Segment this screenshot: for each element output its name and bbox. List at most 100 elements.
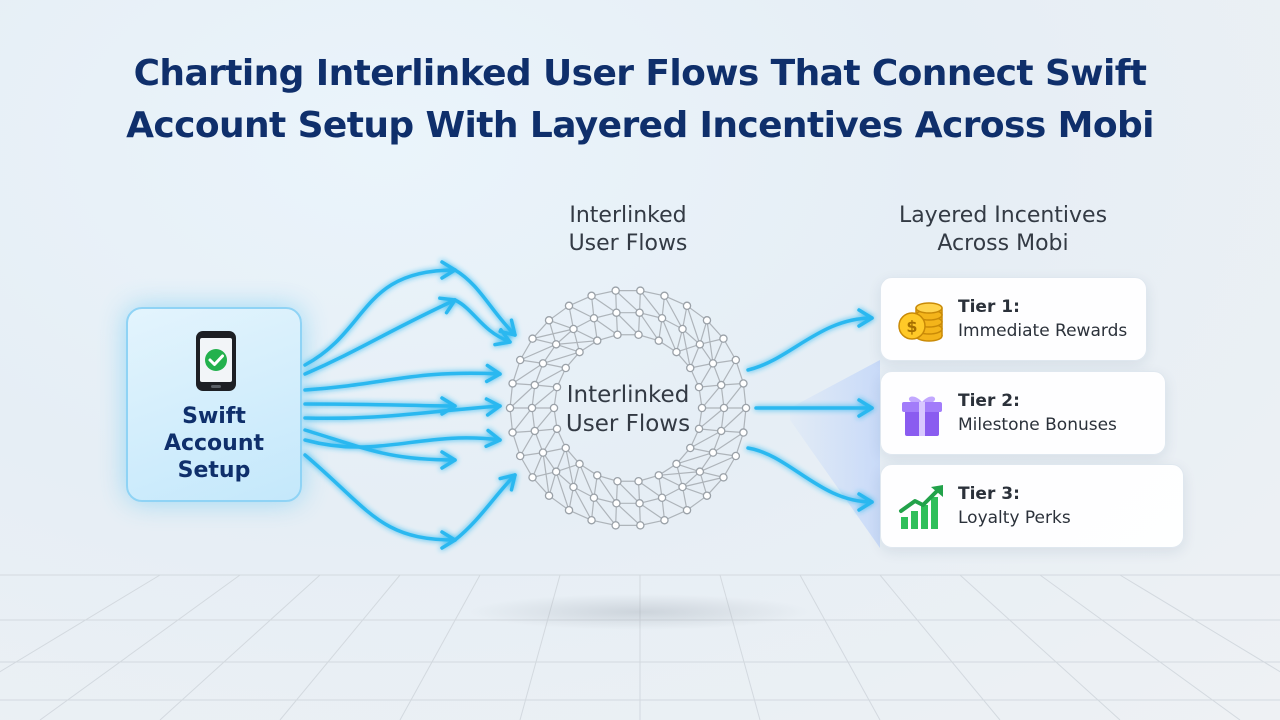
right-heading-line-2: Across Mobi: [937, 231, 1069, 256]
smartphone-check-icon: [196, 331, 236, 391]
network-node: [719, 473, 728, 482]
incentive-beam: [790, 360, 880, 548]
network-link: [723, 383, 744, 409]
network-node: [528, 334, 537, 343]
network-node: [731, 355, 741, 365]
network-node: [561, 363, 570, 373]
network-link: [555, 471, 570, 511]
network-link: [531, 452, 544, 478]
network-node: [589, 493, 599, 503]
network-link: [534, 367, 567, 386]
network-node: [552, 424, 562, 434]
coin-stack-icon: $: [898, 302, 943, 342]
network-link: [578, 463, 595, 498]
network-node: [702, 316, 712, 325]
network-node: [544, 316, 554, 325]
inbound-flow-2: [303, 298, 457, 376]
network-node: [551, 340, 561, 349]
network-link: [638, 480, 663, 499]
network-node: [530, 426, 540, 436]
network-node: [549, 403, 559, 413]
tier-3-desc: Loyalty Perks: [958, 508, 1071, 528]
network-link: [689, 344, 701, 369]
inbound-flow-7-head: [484, 428, 502, 449]
inbound-flow-9: [453, 268, 517, 337]
network-link: [699, 455, 737, 473]
network-nodes: [505, 286, 751, 530]
interlinked-network-hub: [505, 286, 751, 530]
network-node: [697, 403, 707, 413]
outbound-flow-2-head: [857, 398, 874, 418]
network-node: [695, 340, 705, 349]
network-link: [542, 428, 558, 453]
tier-1-desc: Immediate Rewards: [958, 321, 1128, 341]
network-node: [587, 291, 596, 301]
network-node: [682, 301, 692, 311]
network-node: [528, 473, 537, 482]
network-node: [719, 403, 729, 413]
network-node: [634, 476, 643, 486]
network-link: [720, 359, 737, 386]
right-heading-line-1: Layered Incentives: [898, 203, 1108, 228]
inbound-flow-3-head: [484, 363, 502, 384]
network-node: [569, 324, 578, 334]
network-node: [716, 380, 726, 390]
network-node: [552, 382, 562, 392]
network-node: [508, 428, 517, 437]
network-node: [589, 313, 599, 323]
network-node: [561, 443, 570, 453]
network-link: [593, 317, 618, 336]
outbound-flow-3: [746, 446, 874, 504]
tier-3-card[interactable]: Tier 3: Loyalty Perks: [880, 464, 1184, 548]
network-link: [689, 430, 722, 449]
hub-label-line-1: Interlinked: [566, 382, 690, 408]
network-link: [720, 407, 747, 432]
network-link: [542, 351, 580, 364]
inbound-flow-6-head: [440, 450, 457, 470]
tier-1-card[interactable]: $ Tier 1: Immediate Rewards: [880, 277, 1147, 361]
network-node: [593, 336, 602, 345]
network-node: [530, 380, 540, 390]
network-node: [593, 471, 602, 480]
network-node: [682, 505, 692, 515]
network-node: [613, 330, 622, 340]
title-line-2: Account Setup With Layered Incentives Ac…: [126, 105, 1154, 146]
network-node: [708, 448, 718, 457]
network-node: [544, 491, 554, 500]
network-node: [635, 499, 644, 508]
network-node: [702, 491, 712, 500]
network-node: [660, 515, 669, 525]
inbound-flow-6: [303, 428, 457, 462]
network-node: [708, 359, 718, 368]
network-link: [712, 432, 744, 454]
tier-2-card[interactable]: Tier 2: Milestone Bonuses: [880, 371, 1166, 455]
network-link: [698, 407, 725, 430]
outbound-flow-3-head: [857, 492, 874, 512]
network-link: [663, 295, 684, 330]
network-node: [636, 521, 645, 530]
network-node: [635, 308, 644, 317]
middle-heading-line-1: Interlinked: [569, 203, 687, 228]
network-node: [694, 382, 704, 392]
network-node: [564, 301, 574, 311]
right-heading: Layered Incentives Across Mobi: [870, 202, 1136, 258]
network-link: [555, 447, 567, 472]
network-node: [505, 403, 515, 413]
network-link: [519, 430, 536, 457]
network-link: [596, 474, 617, 504]
network-link: [639, 290, 663, 319]
inbound-flow-arrows: [303, 260, 517, 550]
svg-text:$: $: [906, 317, 917, 336]
inbound-flow-4: [303, 402, 457, 408]
network-link: [593, 497, 617, 526]
swift-account-setup-card[interactable]: Swift Account Setup: [126, 307, 302, 502]
network-link: [548, 319, 574, 330]
network-link: [676, 452, 714, 465]
network-link: [686, 305, 701, 345]
network-node: [716, 426, 726, 436]
network-node: [634, 330, 643, 340]
title-line-1: Charting Interlinked User Flows That Con…: [133, 53, 1147, 94]
network-node: [569, 482, 578, 492]
network-node: [551, 467, 561, 476]
